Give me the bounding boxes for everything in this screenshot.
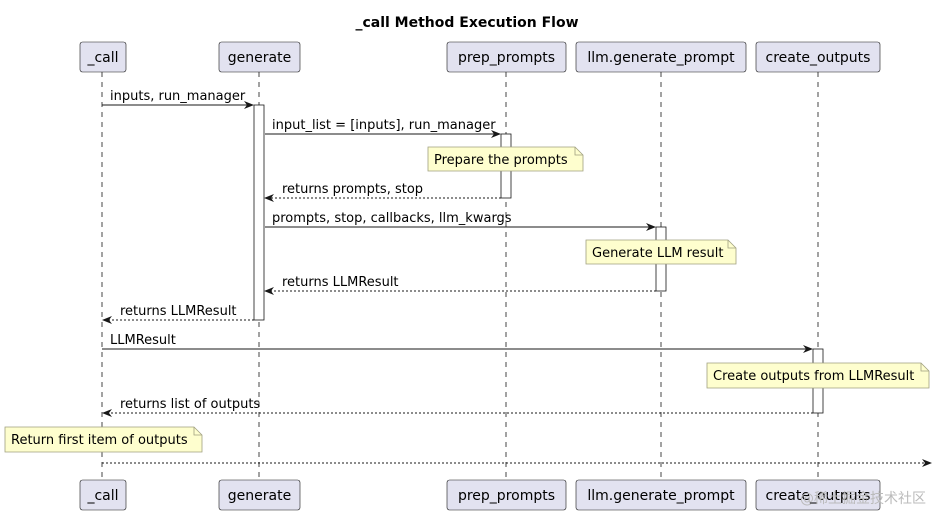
note-text: Return first item of outputs	[11, 433, 188, 448]
message-label: input_list = [inputs], run_manager	[272, 118, 496, 133]
message-call-to-create: LLMResult	[102, 333, 813, 353]
note-text: Prepare the prompts	[434, 153, 568, 168]
note-fold	[193, 427, 202, 436]
message-generate-to-llm: prompts, stop, callbacks, llm_kwargs	[265, 211, 656, 231]
note-4: Return first item of outputs	[4, 426, 203, 453]
participant-llm-top: llm.generate_prompt	[575, 41, 747, 73]
note-fold	[727, 240, 736, 249]
participant-call-bottom: _call	[79, 479, 127, 511]
note-1: Prepare the prompts	[427, 146, 584, 172]
message-llm-to-generate: returns LLMResult	[264, 275, 656, 295]
participant-prep-top: prep_prompts	[446, 41, 567, 73]
participant-box	[218, 41, 301, 73]
message-generate-to-call: returns LLMResult	[102, 304, 254, 324]
message-label: returns prompts, stop	[282, 182, 423, 197]
participant-label: create_outputs	[766, 488, 871, 504]
lifelines	[101, 72, 819, 480]
participant-box	[79, 41, 127, 73]
participant-generate-top: generate	[218, 41, 301, 73]
participant-box	[575, 479, 747, 511]
watermark: @稀土掘金技术社区	[800, 491, 926, 507]
participants: _call_callgenerategenerateprep_promptspr…	[79, 41, 881, 511]
participant-label: _call	[86, 488, 118, 504]
participant-label: create_outputs	[766, 50, 871, 66]
messages: inputs, run_manager input_list = [inputs]…	[102, 89, 932, 467]
participant-label: prep_prompts	[458, 50, 555, 66]
participant-create-top: create_outputs	[755, 41, 881, 73]
message-generate-to-prep: input_list = [inputs], run_manager	[265, 118, 501, 138]
participant-box	[218, 479, 301, 511]
participant-create-bottom: create_outputs	[755, 479, 881, 511]
participant-llm-bottom: llm.generate_prompt	[575, 479, 747, 511]
participant-label: prep_prompts	[458, 488, 555, 504]
participant-box	[755, 479, 881, 511]
note-box	[706, 362, 930, 389]
participant-generate-bottom: generate	[218, 479, 301, 511]
participant-box	[79, 479, 127, 511]
participant-label: _call	[86, 50, 118, 66]
participant-box	[755, 41, 881, 73]
message-label: inputs, run_manager	[110, 89, 246, 104]
message-label: returns LLMResult	[282, 275, 399, 290]
note-text: Generate LLM result	[592, 246, 723, 261]
participant-box	[575, 41, 747, 73]
message-label: LLMResult	[110, 333, 176, 348]
diagram-title: _call Method Execution Flow	[355, 15, 578, 31]
note-fold	[920, 363, 929, 372]
note-fold	[574, 147, 583, 156]
participant-label: generate	[228, 488, 291, 504]
activation-generate	[253, 104, 265, 321]
note-box	[585, 239, 737, 265]
message-label: prompts, stop, callbacks, llm_kwargs	[272, 211, 512, 226]
participant-call-top: _call	[79, 41, 127, 73]
message-create-to-call: returns list of outputs	[102, 397, 813, 417]
participant-label: llm.generate_prompt	[587, 50, 735, 66]
participant-box	[446, 479, 567, 511]
note-3: Create outputs from LLMResult	[706, 362, 930, 389]
message-label: returns list of outputs	[120, 397, 260, 412]
note-box	[427, 146, 584, 172]
participant-label: generate	[228, 50, 291, 66]
message-prep-to-generate: returns prompts, stop	[264, 182, 501, 202]
note-2: Generate LLM result	[585, 239, 737, 265]
participant-prep-bottom: prep_prompts	[446, 479, 567, 511]
note-text: Create outputs from LLMResult	[713, 369, 914, 384]
note-box	[4, 426, 203, 453]
participant-label: llm.generate_prompt	[587, 488, 735, 504]
participant-box	[446, 41, 567, 73]
message-call-to-generate: inputs, run_manager	[102, 89, 254, 109]
message-label: returns LLMResult	[120, 304, 237, 319]
